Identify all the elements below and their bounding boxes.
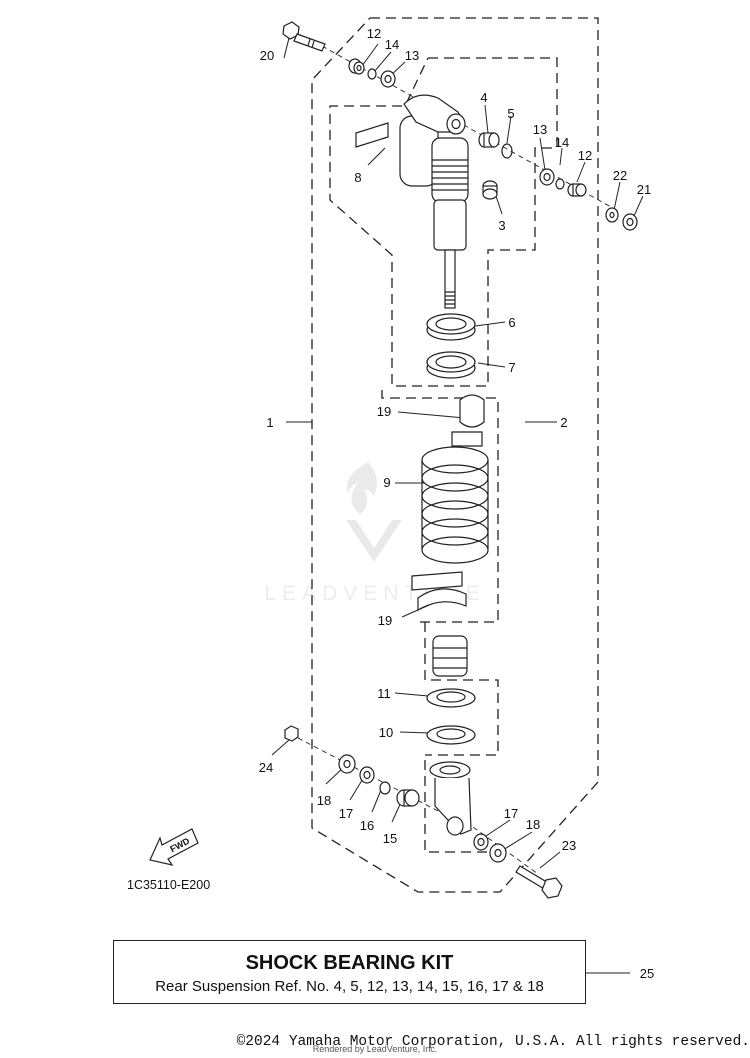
forward-arrow-icon: FWD (149, 828, 199, 866)
part-collar-12-upper-right (567, 183, 587, 197)
callout-12-upper-left: 12 (367, 26, 381, 41)
part-spring-guide-19-upper (451, 394, 485, 447)
callout-labels: 20 12 14 13 4 5 13 14 12 22 21 8 3 6 7 1… (259, 26, 654, 981)
rendered-by-notice: Rendered by LeadVenture, Inc. (312, 1044, 438, 1054)
part-oil-seal-13-upper-right (539, 168, 555, 186)
callout-18-right: 18 (526, 817, 540, 832)
part-collar-18-left (338, 754, 356, 774)
callout-9: 9 (383, 475, 390, 490)
part-bolt-20 (282, 21, 326, 52)
callout-21: 21 (637, 182, 651, 197)
callout-12-upper-right: 12 (578, 148, 592, 163)
callout-4: 4 (480, 90, 487, 105)
part-ring-nut-7 (426, 351, 476, 379)
copyright-notice: ©2024 Yamaha Motor Corporation, U.S.A. A… (236, 1034, 750, 1050)
callout-13-upper-left: 13 (405, 48, 419, 63)
part-oring-14-upper-right (555, 178, 565, 190)
part-collar-16 (379, 781, 391, 795)
figure-code: 1C35110-E200 (127, 878, 210, 892)
part-shock-absorber-body (399, 94, 469, 309)
callout-13-upper-right: 13 (533, 122, 547, 137)
callout-22: 22 (613, 168, 627, 183)
part-nut-21 (622, 213, 638, 231)
part-spring-9 (421, 446, 489, 564)
shock-bearing-kit-box: SHOCK BEARING KIT Rear Suspension Ref. N… (113, 940, 586, 1004)
callout-10: 10 (379, 725, 393, 740)
part-seal-11 (426, 688, 476, 708)
callout-16: 16 (360, 818, 374, 833)
part-bolt-23 (515, 865, 563, 899)
callout-23: 23 (562, 838, 576, 853)
callout-2: 2 (560, 415, 567, 430)
callout-20: 20 (260, 48, 274, 63)
callout-19-upper: 19 (377, 404, 391, 419)
callout-5: 5 (507, 106, 514, 121)
part-washer-22 (605, 207, 619, 223)
callout-7: 7 (508, 360, 515, 375)
callout-19-lower: 19 (378, 613, 392, 628)
part-oil-seal-17-left (359, 766, 375, 784)
callout-14-upper-right: 14 (555, 135, 569, 150)
callout-3: 3 (498, 218, 505, 233)
callout-25: 25 (640, 966, 654, 981)
part-oil-seal-17-right (473, 833, 489, 851)
part-bolt-24 (284, 725, 299, 742)
part-bearing-15 (396, 789, 420, 807)
part-bushing-4 (478, 132, 500, 148)
part-oring-14-upper-left (367, 68, 377, 80)
part-oil-seal-13-upper-left (380, 70, 396, 88)
part-collar-18-right (489, 843, 507, 863)
part-collar-12-upper-left (348, 58, 365, 75)
kit-title: SHOCK BEARING KIT (245, 952, 454, 974)
callout-14-upper-left: 14 (385, 37, 399, 52)
part-bump-stopper (432, 635, 468, 677)
assembly-outlines (311, 17, 599, 893)
callout-1: 1 (266, 415, 273, 430)
kit-subtitle: Rear Suspension Ref. No. 4, 5, 12, 13, 1… (155, 978, 544, 995)
callout-15: 15 (383, 831, 397, 846)
callout-24: 24 (259, 760, 273, 775)
callout-18-left: 18 (317, 793, 331, 808)
part-spring-guide-19-lower (411, 571, 467, 612)
callout-11: 11 (377, 686, 391, 701)
part-ring-nut-6 (426, 313, 476, 341)
callout-17-left: 17 (339, 806, 353, 821)
part-cap-3 (482, 180, 498, 200)
callout-6: 6 (508, 315, 515, 330)
part-label-8 (355, 122, 389, 148)
part-circlip-5 (501, 143, 513, 159)
part-seal-10 (426, 725, 476, 745)
part-lower-bracket (429, 761, 472, 836)
callout-17-right: 17 (504, 806, 518, 821)
callout-8: 8 (354, 170, 361, 185)
